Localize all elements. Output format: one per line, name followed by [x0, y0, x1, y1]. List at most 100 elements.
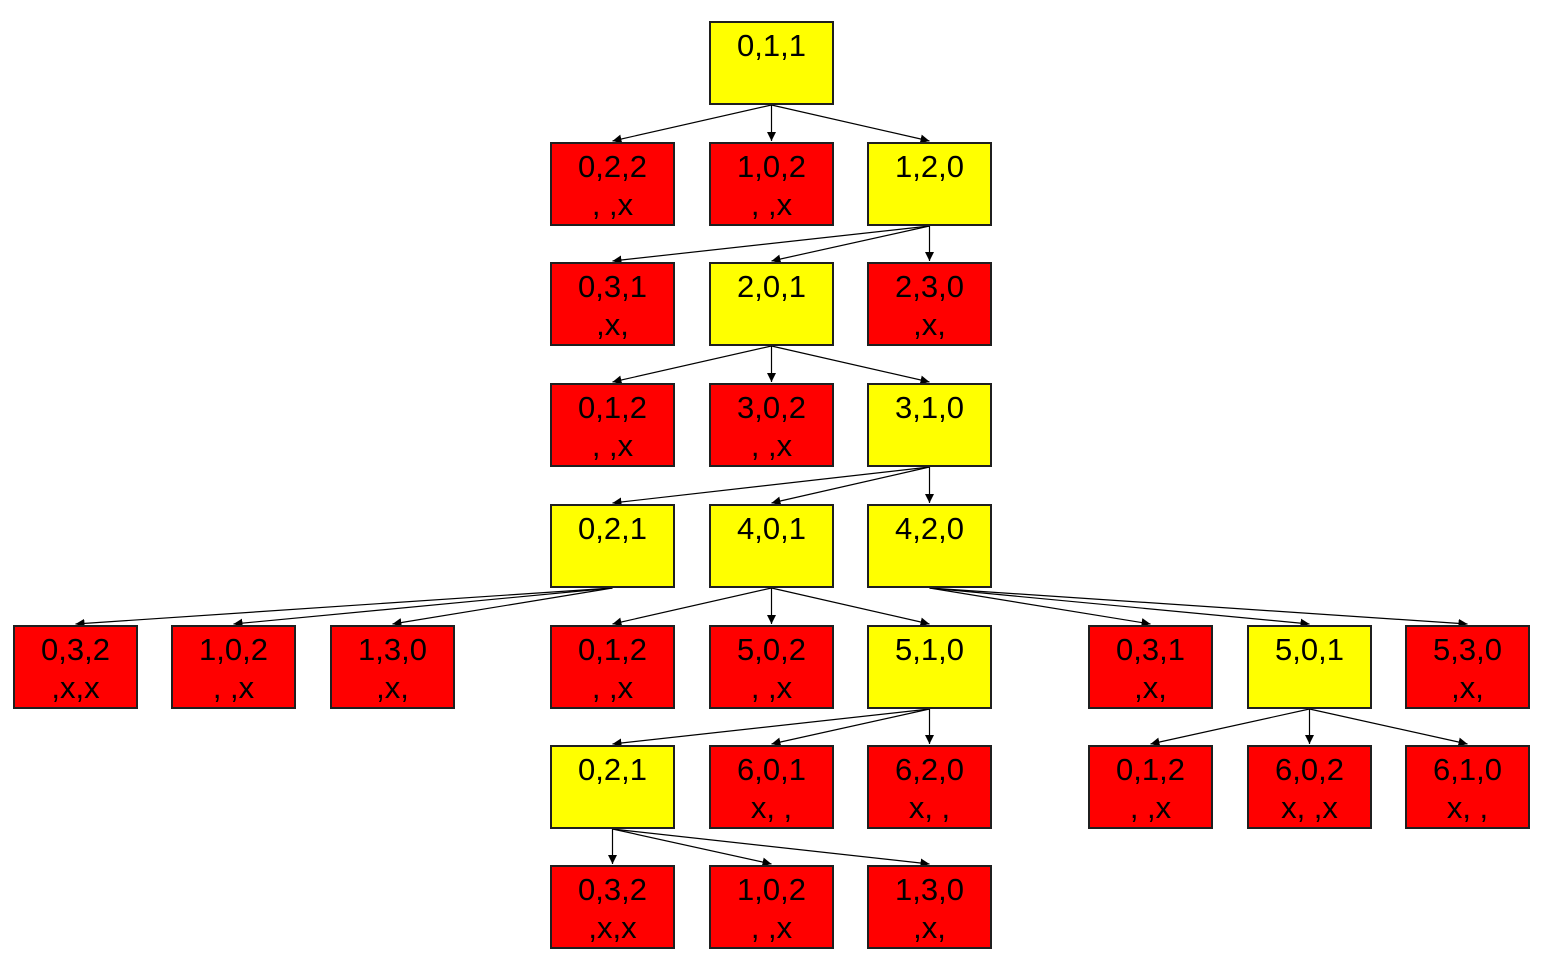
node-marker-label: ,x,	[913, 910, 946, 945]
node-marker-label: x, ,	[1446, 790, 1489, 825]
node-state-label: 1,3,0	[895, 872, 964, 907]
tree-node-n5e: 5,0,2, ,x	[709, 625, 834, 709]
tree-node-n3a: 0,1,2, ,x	[550, 383, 675, 467]
node-marker-label: , ,x	[1129, 790, 1172, 825]
node-marker-label: ,x,x	[51, 670, 100, 705]
node-state-label: 6,1,0	[1433, 752, 1502, 787]
tree-node-n7c: 1,3,0,x,	[867, 865, 992, 949]
edge-n0-n1a	[612, 104, 772, 144]
node-state-label: 5,0,1	[1275, 632, 1344, 667]
node-marker-label: ,x,	[913, 307, 946, 342]
tree-node-n5d: 0,1,2, ,x	[550, 625, 675, 709]
edge-n4a-n5c	[392, 587, 613, 627]
tree-node-n5c: 1,3,0,x,	[330, 625, 455, 709]
tree-node-n7a: 0,3,2,x,x	[550, 865, 675, 949]
node-state-label: 4,2,0	[895, 511, 964, 546]
node-marker-label: ,x,	[1451, 670, 1484, 705]
tree-node-n3b: 3,0,2, ,x	[709, 383, 834, 467]
edge-n4a-n5b	[233, 587, 613, 628]
edge-n1c-n2a	[612, 225, 930, 265]
node-state-label: 0,3,2	[578, 872, 647, 907]
node-state-label: 0,2,1	[578, 511, 647, 546]
node-state-label: 5,1,0	[895, 632, 964, 667]
tree-node-n6d: 0,1,2, ,x	[1088, 745, 1213, 829]
tree-node-n1a: 0,2,2, ,x	[550, 142, 675, 226]
tree-node-n5b: 1,0,2, ,x	[171, 625, 296, 709]
node-state-label: 5,3,0	[1433, 632, 1502, 667]
tree-node-n4a: 0,2,1	[550, 504, 675, 588]
node-state-label: 5,0,2	[737, 632, 806, 667]
node-state-label: 1,3,0	[358, 632, 427, 667]
edge-n2b-n3a	[612, 345, 772, 385]
node-marker-label: ,x,	[1134, 670, 1167, 705]
edge-n4b-n5d	[612, 587, 772, 627]
edge-n4c-n5g	[929, 587, 1151, 627]
edge-n5f-n6a	[612, 708, 930, 748]
node-marker-label: x, ,	[908, 790, 951, 825]
node-state-label: 2,0,1	[737, 269, 806, 304]
tree-node-n5a: 0,3,2,x,x	[13, 625, 138, 709]
edge-n4b-n5f	[771, 587, 930, 627]
node-state-label: 3,1,0	[895, 390, 964, 425]
node-state-label: 1,0,2	[737, 149, 806, 184]
node-marker-label: , ,x	[591, 187, 634, 222]
node-state-label: 3,0,2	[737, 390, 806, 425]
node-state-label: 1,2,0	[895, 149, 964, 184]
node-marker-label: ,x,	[596, 307, 629, 342]
tree-node-n2c: 2,3,0,x,	[867, 262, 992, 346]
node-marker-label: , ,x	[591, 670, 634, 705]
node-state-label: 0,1,2	[578, 390, 647, 425]
node-state-label: 0,2,2	[578, 149, 647, 184]
node-state-label: 2,3,0	[895, 269, 964, 304]
node-state-label: 0,3,1	[1116, 632, 1185, 667]
node-state-label: 0,1,2	[578, 632, 647, 667]
node-state-label: 4,0,1	[737, 511, 806, 546]
node-state-label: 0,1,1	[737, 28, 806, 63]
node-state-label: 6,2,0	[895, 752, 964, 787]
node-marker-label: , ,x	[591, 428, 634, 463]
node-marker-label: x, ,x	[1281, 790, 1338, 825]
node-marker-label: , ,x	[750, 910, 793, 945]
edge-n5f-n6b	[771, 708, 930, 747]
tree-node-n5i: 5,3,0,x,	[1405, 625, 1530, 709]
tree-node-n1c: 1,2,0	[867, 142, 992, 226]
tree-node-n5f: 5,1,0	[867, 625, 992, 709]
node-marker-label: , ,x	[750, 187, 793, 222]
edge-n5h-n6f	[1309, 708, 1468, 747]
tree-node-n1b: 1,0,2, ,x	[709, 142, 834, 226]
node-marker-label: ,x,x	[588, 910, 637, 945]
tree-node-n2a: 0,3,1,x,	[550, 262, 675, 346]
tree-node-n2b: 2,0,1	[709, 262, 834, 346]
node-state-label: 0,3,2	[41, 632, 110, 667]
tree-node-n6a: 0,2,1	[550, 745, 675, 829]
edge-n5h-n6d	[1150, 708, 1310, 747]
tree-node-n4c: 4,2,0	[867, 504, 992, 588]
tree-node-n4b: 4,0,1	[709, 504, 834, 588]
edge-n4c-n5h	[929, 587, 1310, 628]
tree-node-n3c: 3,1,0	[867, 383, 992, 467]
node-marker-label: , ,x	[750, 670, 793, 705]
edge-n2b-n3c	[771, 345, 930, 385]
node-marker-label: , ,x	[750, 428, 793, 463]
node-state-label: 6,0,2	[1275, 752, 1344, 787]
tree-node-n5g: 0,3,1,x,	[1088, 625, 1213, 709]
node-state-label: 1,0,2	[199, 632, 268, 667]
edge-n0-n1c	[771, 104, 930, 144]
tree-node-n0: 0,1,1	[709, 21, 834, 105]
edge-n6a-n7b	[612, 828, 772, 867]
node-state-label: 1,0,2	[737, 872, 806, 907]
tree-node-n5h: 5,0,1	[1247, 625, 1372, 709]
edge-n3c-n4b	[771, 466, 930, 506]
node-state-label: 0,3,1	[578, 269, 647, 304]
node-marker-label: , ,x	[212, 670, 255, 705]
tree-node-n7b: 1,0,2, ,x	[709, 865, 834, 949]
edge-n4a-n5a	[75, 587, 613, 628]
node-marker-label: ,x,	[376, 670, 409, 705]
node-state-label: 6,0,1	[737, 752, 806, 787]
